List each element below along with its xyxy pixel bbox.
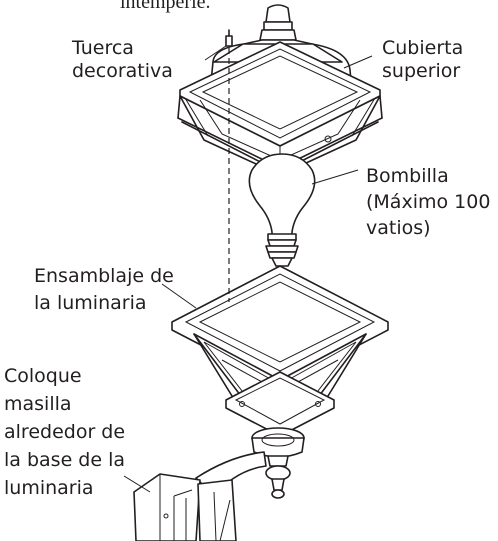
nut-label-line-1: Tuerca	[72, 37, 134, 59]
caulk-label-line-1: Coloque	[4, 365, 82, 387]
alignment-guide	[225, 29, 233, 302]
top-cover-label-line-2: superior	[382, 60, 461, 82]
bulb-label-line-2: (Máximo 100	[366, 191, 491, 213]
fixture-label-line-2: la luminaria	[34, 292, 147, 314]
top-cover-label-line-1: Cubierta	[382, 37, 464, 59]
wall-bracket-drawing	[133, 451, 267, 541]
caulk-label-line-2: masilla	[4, 393, 72, 415]
caulk-label-line-5: luminaria	[4, 477, 94, 499]
bulb-drawing	[248, 153, 316, 267]
fixture-label-line-1: Ensamblaje de	[34, 265, 174, 287]
leader-lines	[123, 45, 373, 493]
instruction-fragment: intemperie.	[120, 0, 211, 13]
fixture-drawing	[171, 265, 389, 499]
caulk-label-line-3: alrededor de	[4, 421, 126, 443]
nut-label-line-2: decorativa	[72, 60, 173, 82]
bulb-label-line-3: vatios)	[366, 217, 431, 239]
bulb-label-line-1: Bombilla	[366, 165, 449, 187]
caulk-label-line-4: la base de la	[4, 449, 126, 471]
top-cover-drawing	[177, 4, 383, 176]
